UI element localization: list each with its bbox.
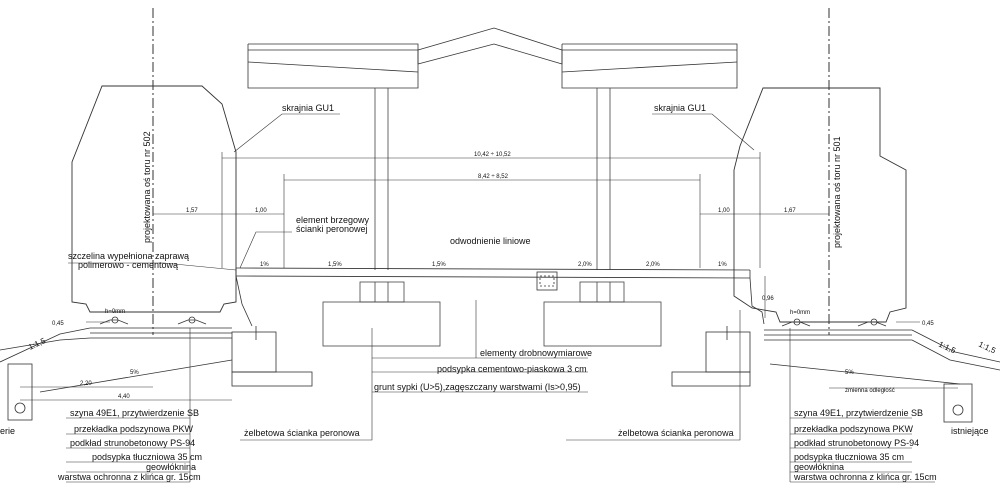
layer-left-item: podsypka tłuczniowa 35 cm bbox=[92, 452, 202, 462]
sand-bed-label: podsypka cementowo-piaskowa 3 cm bbox=[437, 364, 587, 374]
slope-3: 1,5% bbox=[432, 262, 446, 268]
existing-label: istniejące bbox=[951, 426, 989, 436]
slope-6: 1% bbox=[718, 262, 727, 268]
platform-walls bbox=[231, 326, 751, 387]
wall-label-right: żelbetowa ścianka peronowa bbox=[618, 428, 734, 438]
track-layers-left: szyna 49E1, przytwierdzenie SB przekładk… bbox=[57, 408, 202, 482]
dim-inner: 8,42 ÷ 8,52 bbox=[478, 174, 509, 180]
rail-height-left: h=0mm bbox=[105, 309, 125, 315]
ground-slope-left: 5% bbox=[130, 370, 139, 376]
dim-045-right: 0,45 bbox=[922, 321, 934, 327]
layer-left-item: warstwa ochronna z klińca gr. 15cm bbox=[57, 472, 201, 482]
axis-label-left: projektowana oś toru nr 502 bbox=[142, 131, 152, 243]
dim-096: 0,96 bbox=[762, 296, 774, 302]
platform bbox=[235, 267, 765, 327]
gauge-outlines bbox=[71, 85, 907, 323]
layer-right-item: podkład strunobetonowy PS-94 bbox=[794, 438, 919, 448]
layer-right-item: podsypka tłuczniowa 35 cm bbox=[794, 452, 904, 462]
dim-100-right: 1,00 bbox=[718, 208, 730, 214]
existing-label-left: erie bbox=[0, 426, 15, 436]
embankment-left: 1:1,5 bbox=[27, 336, 47, 352]
dim-top-total: 10,42 ÷ 10,52 bbox=[474, 152, 511, 158]
track-layers-right: szyna 49E1, przytwierdzenie SB przekładk… bbox=[793, 408, 937, 482]
slope-5: 2,0% bbox=[646, 262, 660, 268]
drainage-label: odwodnienie liniowe bbox=[450, 236, 531, 246]
slope-2: 1,5% bbox=[328, 262, 342, 268]
gauge-label-right: skrajnia GU1 bbox=[654, 103, 706, 113]
layer-right-item: szyna 49E1, przytwierdzenie SB bbox=[794, 408, 923, 418]
slope-1: 1% bbox=[260, 262, 269, 268]
fill-soil-label: grunt sypki (U>5),zagęszczany warstwami … bbox=[374, 382, 581, 392]
ground-slope-right: 5% bbox=[845, 370, 854, 376]
layer-right-item: warstwa ochronna z klińca gr. 15cm bbox=[793, 472, 937, 482]
dim-220: 2,20 bbox=[80, 381, 92, 387]
layer-left-item: szyna 49E1, przytwierdzenie SB bbox=[70, 408, 199, 418]
wall-label-left: żelbetowa ścianka peronowa bbox=[244, 428, 360, 438]
embankment-right-2: 1:1,5 bbox=[977, 340, 997, 356]
canopy-columns bbox=[322, 88, 662, 347]
track-beds bbox=[0, 316, 1000, 423]
leader-lines bbox=[66, 113, 935, 483]
dim-045-left: 0,45 bbox=[52, 321, 64, 327]
layer-right-item: przekładka podszynowa PKW bbox=[794, 424, 914, 434]
dim-167: 1,67 bbox=[784, 208, 796, 214]
layer-left-item: podkład strunobetonowy PS-94 bbox=[70, 438, 195, 448]
edge-element-label: element brzegowy bbox=[296, 215, 370, 225]
canopy-roof bbox=[247, 27, 738, 89]
slope-4: 2,0% bbox=[578, 262, 592, 268]
track-axes bbox=[152, 8, 830, 335]
dim-100-left: 1,00 bbox=[255, 208, 267, 214]
gap-label-2: polimerowo - cementową bbox=[78, 260, 178, 270]
gap-label: szczelina wypełniona zaprawą bbox=[68, 251, 189, 261]
layer-right-item: geowłóknina bbox=[794, 462, 844, 472]
edge-element-label-2: ścianki peronowej bbox=[296, 224, 368, 234]
gauge-label-left: skrajnia GU1 bbox=[282, 103, 334, 113]
rail-height-right: h=0mm bbox=[790, 310, 810, 316]
embankment-right-1: 1:1,5 bbox=[937, 340, 957, 356]
dim-157: 1,57 bbox=[186, 208, 198, 214]
paving-label: elementy drobnowymiarowe bbox=[480, 348, 592, 358]
layer-left-item: przekładka podszynowa PKW bbox=[74, 424, 194, 434]
layer-left-item: geowłóknina bbox=[146, 462, 196, 472]
variable-distance-label: zmienna odległość bbox=[845, 388, 895, 394]
dimension-lines bbox=[20, 152, 958, 401]
axis-label-right: projektowana oś toru nr 501 bbox=[832, 136, 842, 248]
dim-440: 4,40 bbox=[118, 394, 130, 400]
